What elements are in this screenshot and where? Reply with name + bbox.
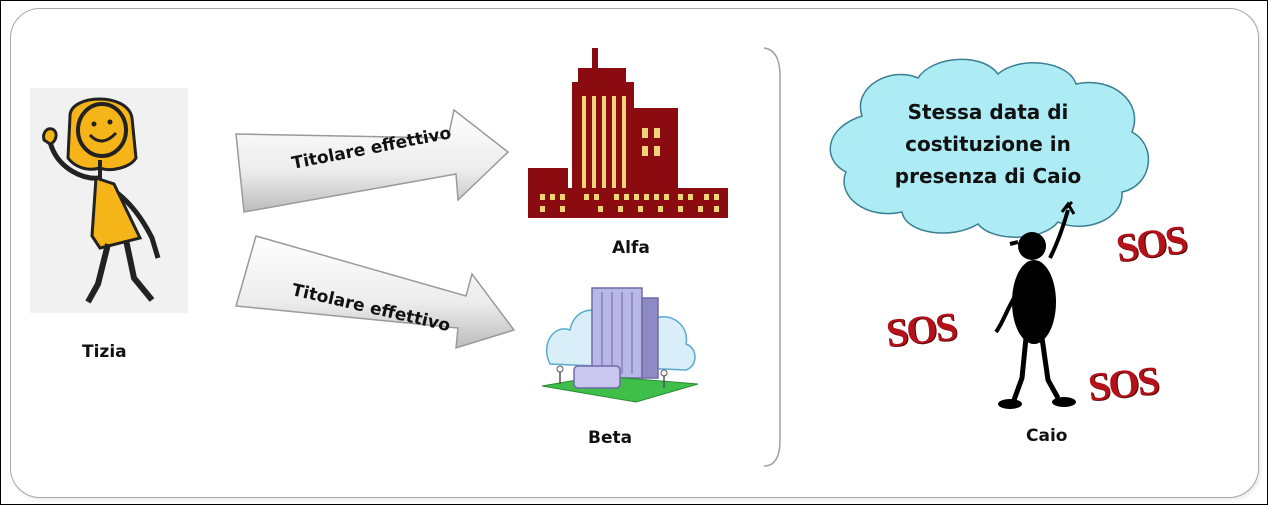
tizia-label: Tizia — [82, 342, 127, 362]
beta-label: Beta — [588, 428, 633, 448]
alfa-label: Alfa — [612, 238, 650, 258]
right-bracket — [763, 47, 781, 467]
cloud-icon — [829, 58, 1150, 238]
arrow-alfa — [235, 108, 510, 213]
sos-mark: SOS — [1113, 216, 1189, 271]
sos-mark: SOS — [883, 303, 958, 356]
caio-label: Caio — [1026, 426, 1068, 446]
arrow-beta — [235, 235, 516, 350]
cloud-text: Stessa data di costituzione in presenza … — [894, 100, 1082, 188]
alfa-building-icon — [528, 48, 728, 218]
tizia-figure-icon — [30, 88, 188, 313]
beta-building-icon — [541, 287, 699, 403]
caio-figure-icon — [994, 200, 1076, 409]
sos-mark: SOS — [1085, 357, 1160, 410]
